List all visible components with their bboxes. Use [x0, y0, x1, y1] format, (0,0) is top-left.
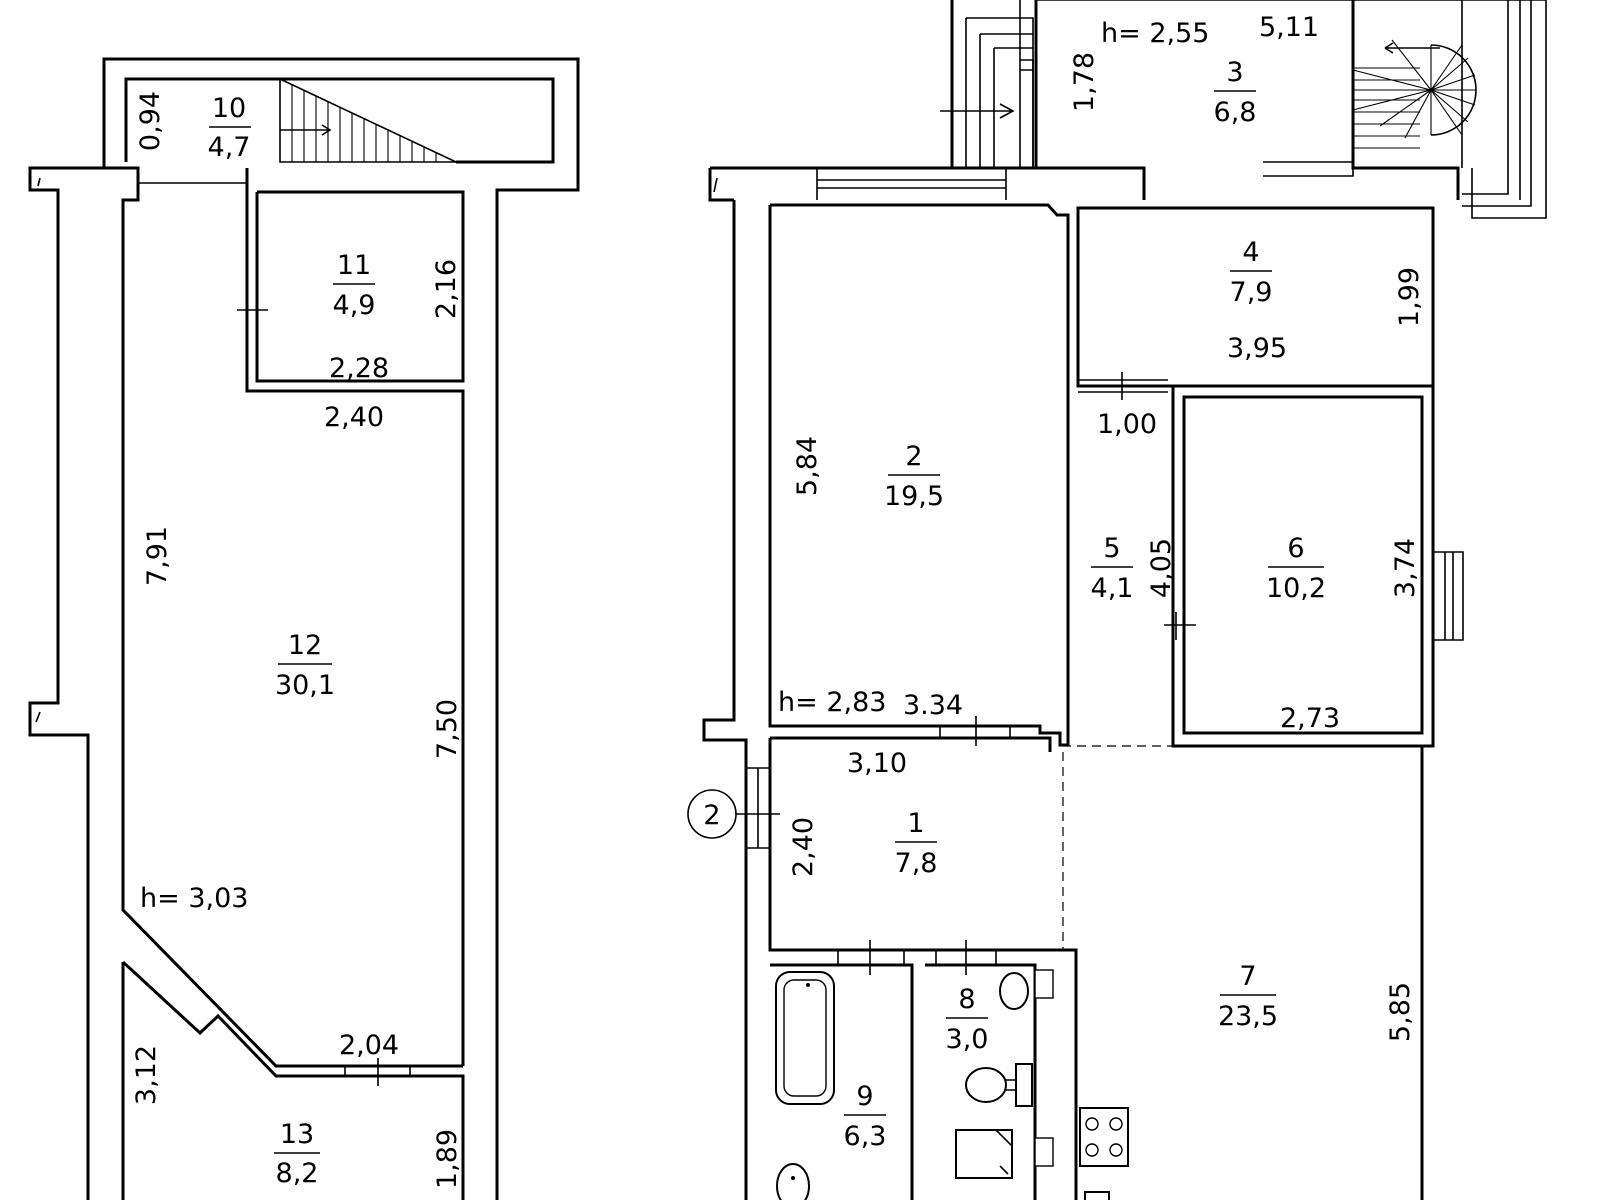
- dim-1-99: 1,99: [1394, 267, 1425, 327]
- dim-7-50: 7,50: [432, 699, 463, 759]
- height-labels: h= 3,03 h= 2,55 h= 2,83: [140, 18, 1209, 914]
- room-9-number: 9: [856, 1081, 873, 1112]
- room-2-label: 2 19,5: [884, 441, 944, 512]
- room-2-area: 19,5: [884, 481, 944, 512]
- dim-1-00: 1,00: [1097, 409, 1157, 440]
- washbasin-9: [776, 1163, 810, 1200]
- room-7-label: 7 23,5: [1218, 961, 1278, 1032]
- room-10-number: 10: [212, 93, 246, 124]
- room-11-number: 11: [337, 250, 371, 281]
- dim-3-74: 3,74: [1390, 538, 1421, 598]
- room-12-number: 12: [288, 630, 322, 661]
- room-5-label: 5 4,1: [1091, 533, 1134, 604]
- washing-machine: [955, 1129, 1054, 1179]
- room-7-number: 7: [1239, 961, 1256, 992]
- dim-3-95: 3,95: [1227, 333, 1287, 364]
- room-4-area: 7,9: [1230, 277, 1273, 308]
- bathtub: [775, 971, 835, 1105]
- dim-5-84: 5,84: [792, 436, 823, 496]
- dim-2-40-top: 2,40: [324, 402, 384, 433]
- section-marker-label: 2: [703, 800, 720, 831]
- room-7-area: 23,5: [1218, 1001, 1278, 1032]
- room-3-area: 6,8: [1214, 97, 1257, 128]
- room-3-label: 3 6,8: [1214, 57, 1257, 128]
- room-6-area: 10,2: [1266, 573, 1326, 604]
- washbasin-8: [999, 969, 1054, 1010]
- stove: [1079, 1107, 1129, 1200]
- room-5-area: 4,1: [1091, 573, 1134, 604]
- room-11-label: 11 4,9: [333, 250, 376, 321]
- dim-4-05: 4,05: [1146, 538, 1177, 598]
- height-room-2: h= 2,83: [778, 687, 886, 718]
- room-5-number: 5: [1103, 533, 1120, 564]
- room-12-area: 30,1: [275, 670, 335, 701]
- dim-2-73: 2,73: [1280, 703, 1340, 734]
- room-8-label: 8 3,0: [946, 984, 989, 1055]
- room-6-label: 6 10,2: [1266, 533, 1326, 604]
- left-unit-walls: [28, 57, 580, 1200]
- height-balcony: h= 2,55: [1101, 18, 1209, 49]
- room-2-number: 2: [905, 441, 922, 472]
- dim-2-40-hall: 2,40: [788, 817, 819, 877]
- dim-3-12: 3,12: [131, 1045, 162, 1105]
- room-8-area: 3,0: [946, 1024, 989, 1055]
- room-9-area: 6,3: [844, 1121, 887, 1152]
- right-unit-walls: [702, 166, 1464, 1200]
- room-12-label: 12 30,1: [275, 630, 335, 701]
- dim-3-10: 3,10: [847, 748, 907, 779]
- balcony-walls: [940, 0, 1547, 219]
- toilet: [965, 1063, 1033, 1107]
- section-marker: 2: [687, 789, 780, 839]
- room-6-number: 6: [1287, 533, 1304, 564]
- room-10-area: 4,7: [208, 132, 251, 163]
- room-4-number: 4: [1242, 237, 1259, 268]
- room-8-number: 8: [958, 984, 975, 1015]
- room-1-area: 7,8: [895, 848, 938, 879]
- dim-2-16: 2,16: [431, 259, 462, 319]
- room-3-number: 3: [1226, 57, 1243, 88]
- room-1-label: 1 7,8: [895, 808, 938, 879]
- height-left: h= 3,03: [140, 883, 248, 914]
- dim-0-94: 0,94: [135, 91, 166, 151]
- dimension-labels: 0,94 2,16 2,28 2,40 7,91 7,50 2,04 3,12 …: [131, 12, 1425, 1189]
- room-13-label: 13 8,2: [274, 1119, 320, 1189]
- room-4-label: 4 7,9: [1230, 237, 1273, 308]
- dim-7-91: 7,91: [142, 526, 173, 586]
- room-13-area: 8,2: [276, 1158, 319, 1189]
- room-13-number: 13: [280, 1119, 314, 1150]
- dim-1-89: 1,89: [432, 1129, 463, 1189]
- room-10-label: 10 4,7: [208, 93, 251, 163]
- room-11-area: 4,9: [333, 290, 376, 321]
- dim-5-85: 5,85: [1385, 982, 1416, 1042]
- room-1-number: 1: [907, 808, 924, 839]
- dim-2-04: 2,04: [339, 1030, 399, 1061]
- dim-1-78: 1,78: [1069, 52, 1100, 112]
- dim-5-11: 5,11: [1259, 12, 1319, 43]
- dim-2-28: 2,28: [329, 353, 389, 384]
- room-9-label: 9 6,3: [844, 1081, 887, 1152]
- room-labels: 10 4,7 11 4,9 12 30,1 13 8,2 3 6,8 4 7,9: [208, 57, 1327, 1189]
- dim-3-34: 3.34: [903, 690, 963, 721]
